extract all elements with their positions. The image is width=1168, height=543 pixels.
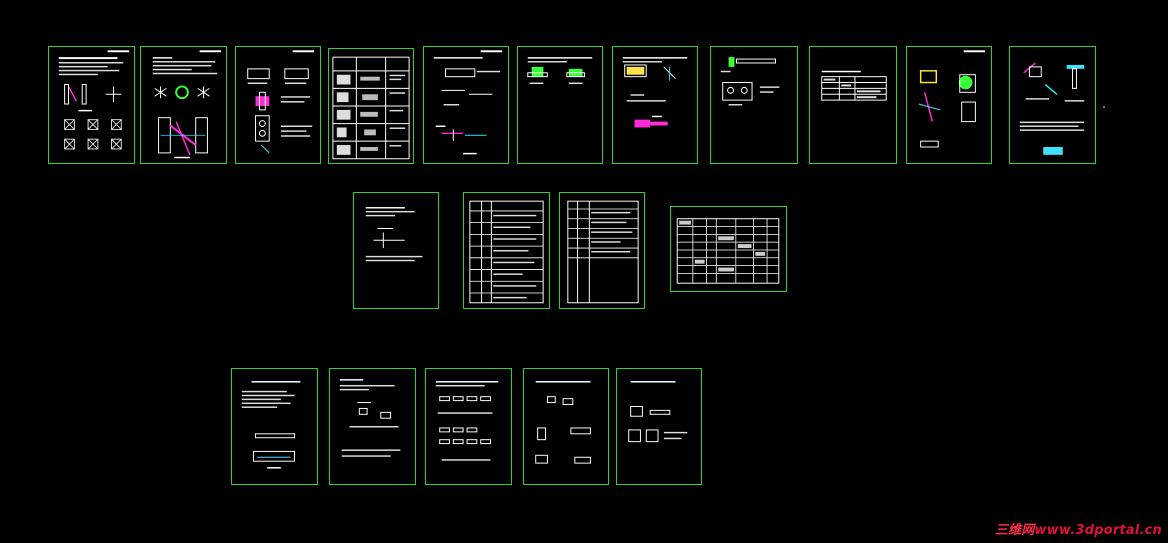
drawing-sheet[interactable] [140,46,227,164]
drawing-sheet[interactable] [48,46,135,164]
watermark-url: www.3dportal.cn [1034,523,1162,538]
drawing-sheet[interactable] [235,46,321,164]
drawing-sheet[interactable] [809,46,897,164]
drawing-sheet[interactable] [670,206,787,292]
drawing-sheet[interactable] [1009,46,1096,164]
drawing-sheet[interactable] [353,192,439,309]
drawing-sheet[interactable] [425,368,512,485]
drawing-sheet[interactable] [906,46,992,164]
drawing-sheet[interactable] [423,46,509,164]
stray-cad-mark [1103,106,1105,108]
drawing-sheet[interactable] [612,46,698,164]
drawing-sheet[interactable] [517,46,603,164]
drawing-sheet[interactable] [231,368,318,485]
watermark: 三维网www.3dportal.cn [995,519,1162,538]
watermark-chinese: 三维网 [994,523,1035,538]
drawing-sheet[interactable] [559,192,645,309]
drawing-sheet[interactable] [523,368,609,485]
drawing-sheet[interactable] [329,368,416,485]
drawing-sheet[interactable] [328,48,414,164]
drawing-sheet[interactable] [616,368,702,485]
drawing-sheet[interactable] [463,192,550,309]
drawing-sheet[interactable] [710,46,798,164]
